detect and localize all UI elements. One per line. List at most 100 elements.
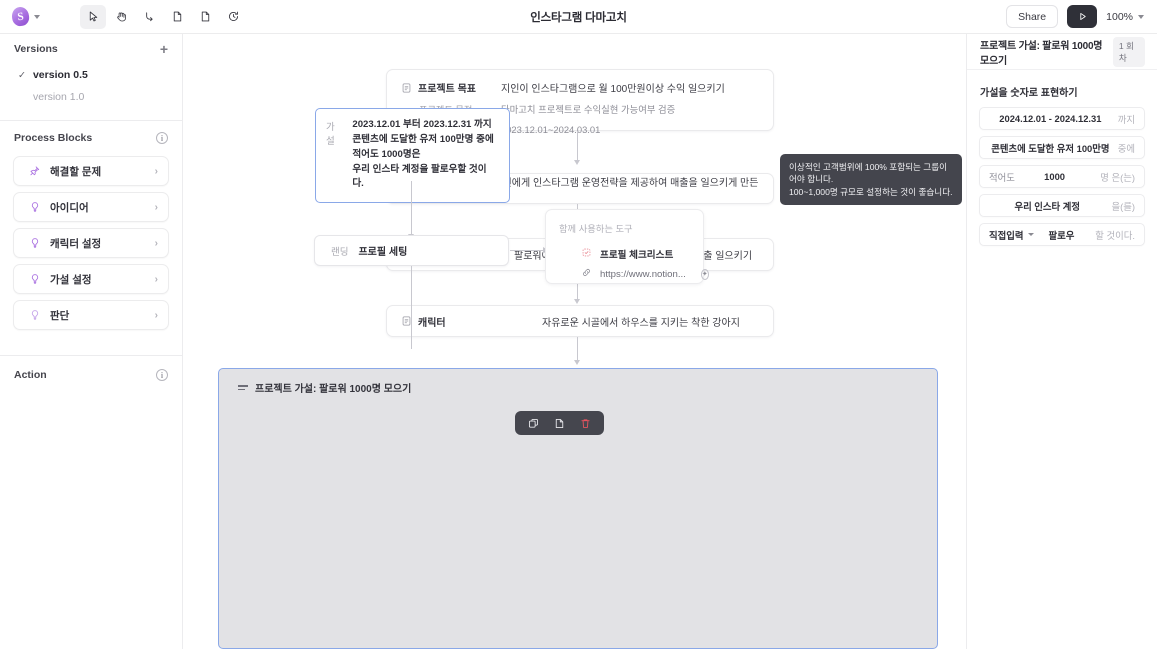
zoom-control[interactable]: 100% — [1106, 11, 1144, 23]
history-tool[interactable] — [220, 5, 246, 29]
tools-card-title: 함께 사용하는 도구 — [559, 224, 633, 234]
hypothesis-card[interactable]: 가설 2023.12.01 부터 2023.12.31 까지 콘텐츠에 도달한 … — [315, 108, 510, 204]
cursor-icon — [89, 11, 97, 22]
date-range-value: 2024.12.01 - 2024.12.31 — [999, 113, 1102, 124]
arrow-head-icon — [574, 160, 580, 165]
status-badge: 1 회차 — [1112, 36, 1145, 67]
reach-value: 콘텐츠에 도달한 유저 100만명 — [991, 142, 1110, 154]
add-version-icon[interactable]: + — [159, 41, 168, 57]
target-value: 우리 인스타 계정 — [1014, 200, 1081, 212]
copy-icon — [528, 418, 539, 428]
versions-title: Versions — [14, 43, 58, 55]
reach-field[interactable]: 콘텐츠에 도달한 유저 100만명 중에 — [979, 136, 1145, 159]
hand-tool[interactable] — [108, 5, 134, 29]
tool-item-link[interactable]: https://www.notion... ✦ — [559, 264, 709, 284]
hypothesis-form: 2024.12.01 - 2024.12.31 까지 콘텐츠에 도달한 유저 1… — [967, 107, 1157, 246]
sidebar-item-character[interactable]: 캐릭터 설정 › — [13, 228, 169, 258]
sidebar-item-label: 캐릭터 설정 — [50, 237, 102, 250]
canvas[interactable]: 프로젝트 목표 지인이 인스타그램으로 월 100만원이상 수익 일으키기 프로… — [183, 34, 966, 649]
minimum-prefix: 적어도 — [989, 171, 1015, 183]
action-value: 팔로우 — [1048, 229, 1075, 241]
trash-icon — [581, 418, 590, 428]
sidebar-item-idea[interactable]: 아이디어 › — [13, 192, 169, 222]
process-blocks-list: 해결할 문제 › 아이디어 › — [0, 153, 182, 330]
top-bar: 인스타그램 다마고치 Share 100% — [0, 0, 1157, 34]
card-landing[interactable]: 랜딩 프로필 세팅 — [314, 235, 509, 266]
hypothesis-line-1: 2023.12.01 부터 2023.12.31 까지 — [352, 119, 492, 130]
node-value-text: 지인에게 인스타그램 운영전략을 제공하여 매출을 일으키게 만든다. — [493, 177, 759, 204]
info-icon[interactable]: i — [156, 369, 168, 381]
card-related-tools[interactable]: 함께 사용하는 도구 프로필 체크리스트 https://ww — [545, 209, 709, 284]
sidebar-item-version-05[interactable]: ✓ version 0.5 — [0, 64, 182, 86]
sidebar-item-version-10[interactable]: version 1.0 — [0, 86, 182, 108]
connector-landing-down — [411, 266, 412, 349]
process-blocks-title: Process Blocks — [14, 132, 93, 144]
hypothesis-line-4: 우리 인스타 계정을 팔로우할 것이다. — [352, 163, 487, 190]
tool-item-label: 프로필 체크리스트 — [600, 250, 674, 261]
right-panel-section-title: 가설을 숫자로 표현하기 — [980, 88, 1078, 99]
bulb-icon — [28, 201, 41, 213]
bulb-icon — [28, 309, 41, 321]
connector-goal-problem — [577, 131, 578, 163]
node-subvalue-text: 다마고치 프로젝트로 수익실현 가능여부 검증 — [501, 104, 676, 115]
node-character[interactable]: 캐릭터 자유로운 시골에서 하우스를 지키는 착한 강아지 — [386, 305, 774, 337]
page-icon — [555, 418, 564, 428]
delete-button[interactable] — [579, 417, 592, 430]
copy-button[interactable] — [527, 417, 540, 430]
action-field[interactable]: 직접입력 팔로우 할 것이다. — [979, 223, 1145, 246]
node-label-text: 캐릭터 — [418, 317, 446, 329]
doc-icon — [401, 82, 412, 94]
sidebar-item-label: 판단 — [50, 309, 70, 322]
external-link-icon[interactable]: ✦ — [700, 268, 709, 280]
share-button[interactable]: Share — [1006, 5, 1059, 28]
arrow-curve-icon — [145, 12, 153, 22]
date-range-field[interactable]: 2024.12.01 - 2024.12.31 까지 — [979, 107, 1145, 130]
group-title-text: 프로젝트 가설: 팔로워 1000명 모으기 — [255, 384, 412, 395]
reach-suffix: 중에 — [1117, 142, 1135, 154]
action-select[interactable]: 직접입력 — [989, 228, 1034, 242]
top-bar-actions: Share 100% — [1006, 5, 1157, 28]
tool-item-url: https://www.notion... — [600, 268, 686, 280]
chevron-right-icon: › — [154, 237, 158, 249]
target-suffix: 을(를) — [1111, 200, 1136, 212]
sidebar-item-hypothesis[interactable]: 가설 설정 › — [13, 264, 169, 294]
chevron-down-icon — [1138, 14, 1144, 19]
tool-item-checklist[interactable]: 프로필 체크리스트 — [559, 244, 690, 264]
minimum-suffix: 명 은(는) — [1100, 171, 1135, 183]
chevron-right-icon: › — [154, 165, 158, 177]
date-range-suffix: 까지 — [1117, 113, 1135, 125]
logo-menu[interactable] — [0, 5, 62, 28]
clock-history-icon — [228, 11, 238, 21]
right-panel-header: 프로젝트 가설: 팔로워 1000명 모으기 1 회차 — [967, 34, 1157, 70]
page-alt-tool[interactable] — [192, 5, 218, 29]
sidebar-item-label: 가설 설정 — [50, 273, 92, 286]
version-label: version 0.5 — [32, 69, 88, 81]
target-field[interactable]: 우리 인스타 계정 을(를) — [979, 194, 1145, 217]
tool-group — [80, 4, 246, 29]
chevron-right-icon: › — [154, 309, 158, 321]
page-tool[interactable] — [164, 5, 190, 29]
landing-value: 프로필 세팅 — [358, 247, 408, 258]
right-panel: 프로젝트 가설: 팔로워 1000명 모으기 1 회차 가설을 숫자로 표현하기… — [966, 34, 1157, 649]
cursor-tool[interactable] — [80, 4, 106, 29]
action-suffix: 할 것이다. — [1095, 229, 1135, 241]
group-title: 프로젝트 가설: 팔로워 1000명 모으기 — [219, 369, 937, 395]
hypothesis-lines: 2023.12.01 부터 2023.12.31 까지 콘텐츠에 도달한 유저 … — [352, 118, 497, 192]
chevron-down-icon — [1027, 233, 1034, 236]
sidebar-item-problem[interactable]: 해결할 문제 › — [13, 156, 169, 186]
connector-tool[interactable] — [136, 5, 162, 29]
duplicate-button[interactable] — [553, 417, 566, 430]
minimum-field[interactable]: 적어도 1000 명 은(는) — [979, 165, 1145, 188]
process-blocks-header: Process Blocks i — [0, 123, 182, 153]
pin-icon — [28, 165, 41, 177]
chevron-down-icon[interactable] — [34, 14, 40, 19]
run-button[interactable] — [1067, 5, 1098, 28]
versions-header: Versions + — [0, 34, 182, 64]
hamburger-icon — [238, 385, 248, 390]
page-outline-icon — [201, 11, 209, 22]
check-icon: ✓ — [18, 69, 26, 81]
node-context-toolbar — [515, 411, 604, 435]
sidebar-item-judgment[interactable]: 판단 › — [13, 300, 169, 330]
connector-idea-character — [577, 271, 578, 302]
info-icon[interactable]: i — [156, 132, 168, 144]
